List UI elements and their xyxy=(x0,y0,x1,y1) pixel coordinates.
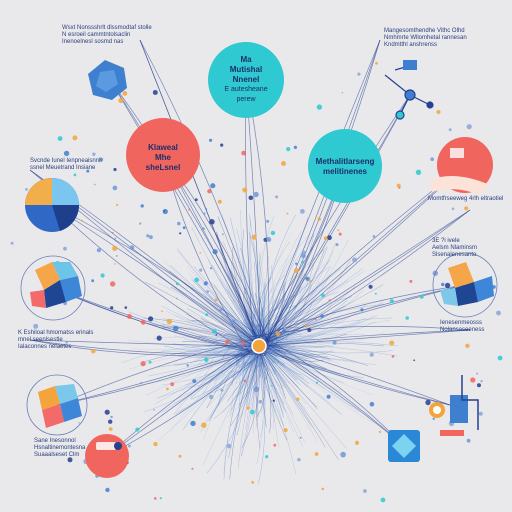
label-line: mnel seenlsestle xyxy=(18,337,63,343)
node-top-left-hexagon xyxy=(88,60,127,100)
node-right-coral-circle xyxy=(430,137,493,195)
label-line: Sane Inesonnol xyxy=(34,438,76,444)
central-core xyxy=(251,338,267,354)
label-left-mid: Svcnde Iunel Ienpneaisnnll ssnel Meuetra… xyxy=(30,158,102,172)
label-line: Hsnaltinemontesna xyxy=(34,445,86,451)
label-line: Mangesomthendhe Vithc Olhd xyxy=(384,28,465,34)
label-bottom-left: Sane Inesonnol Hsnaltinemontesna Suaaals… xyxy=(34,438,85,459)
label-top-right: Mangesomthendhe Vithc Olhd Nmhmrte Wllom… xyxy=(384,28,467,49)
bubble-line: Ma xyxy=(240,55,252,64)
label-line: Svcnde Iunel Ienpneaisnnll xyxy=(30,158,102,164)
node-left-cluster xyxy=(20,255,86,321)
bubble-line: sheLsnel xyxy=(145,163,181,172)
label-line: 3E ?i ivele xyxy=(432,238,460,244)
bubble-line: Nnenel xyxy=(232,75,260,84)
node-bottom-left-circle xyxy=(85,434,129,478)
bubble-coral-left-label: Klaweal Mhe sheLsnel xyxy=(130,143,196,173)
label-right-cluster: 3E ?i ivele Aelsm Nlaminsm Slsenalenesan… xyxy=(432,238,477,259)
node-right-cluster xyxy=(432,252,498,318)
bubble-line: melitinenes xyxy=(322,167,367,176)
label-top-left: Wsxt Nonssshrlt dlssmodtaf stolle N esro… xyxy=(62,25,152,46)
bubble-line: Mhe xyxy=(155,153,171,162)
bubble-top-center xyxy=(208,42,284,118)
label-line: K Eshiloal hmomatss erinals xyxy=(18,330,94,336)
node-left-pie xyxy=(25,178,80,232)
node-left-lower-cluster xyxy=(26,374,88,436)
node-bottom-right-square xyxy=(388,430,420,462)
label-line: Nolansaseeness xyxy=(440,327,485,333)
label-line: Momtfrseeweg 4rlh eltraotiel xyxy=(428,196,504,202)
bubble-top-center-label: Ma Mutishal Nnenel E autesheane perew xyxy=(208,55,284,105)
label-line: N esroeil cammtntolsaclin xyxy=(62,32,131,38)
label-left-lower: K Eshiloal hmomatss erinals mnel seenlse… xyxy=(18,330,93,351)
label-line: Ienesenmeosss xyxy=(440,320,483,326)
bubble-teal-right-label: Methalitlarseng melitinenes xyxy=(308,157,382,177)
node-top-right-network xyxy=(384,60,434,120)
bubble-teal-right xyxy=(308,129,382,203)
label-line: Ialaconnes nelaetes xyxy=(18,344,72,350)
label-line: Slsenalenesanto xyxy=(432,252,477,258)
label-line: Aelsm Nlaminsm xyxy=(432,245,478,251)
bubble-line: Klaweal xyxy=(148,143,178,152)
bubble-line: Methalitlarseng xyxy=(315,157,375,166)
label-line: Suaaalseset Clm xyxy=(34,452,80,458)
bubble-coral-left xyxy=(126,118,200,192)
label-line: Wsxt Nonssshrlt dlssmodtaf stolle xyxy=(62,25,152,31)
label-line: Nmhmrte Wllomhetal rannesan xyxy=(384,35,467,41)
label-line: Inenoelnesl sosmd nas xyxy=(62,39,124,45)
bubble-line: Mutishal xyxy=(229,65,263,74)
label-line: ssnel Meuetrand Insiane xyxy=(30,165,96,171)
bubble-line: E autesheane xyxy=(224,86,268,93)
bubble-line: perew xyxy=(236,96,256,103)
label-right-lower: Ienesenmeosss Nolansaseeness xyxy=(440,320,484,334)
node-right-lower-icons xyxy=(429,375,479,436)
label-line: Kndmtthl anshrenss xyxy=(384,42,438,48)
label-right-mid: Momtfrseeweg 4rlh eltraotiel xyxy=(428,196,503,203)
